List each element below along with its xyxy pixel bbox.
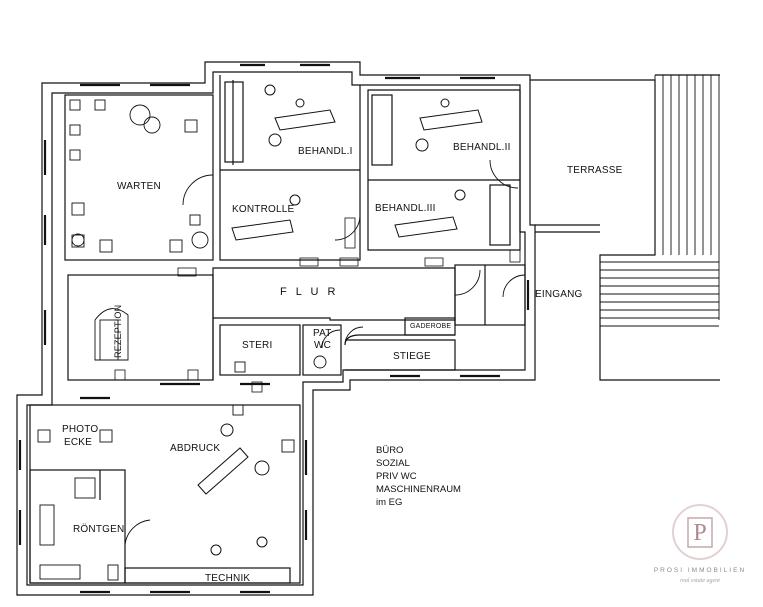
room-steri <box>219 324 301 376</box>
technik-counter <box>124 567 291 584</box>
svg-text:P: P <box>693 520 706 546</box>
note-line: SOZIAL <box>376 458 410 469</box>
note-line: BÜRO <box>376 445 404 456</box>
eingang-room <box>454 264 526 326</box>
room-label-stiege: STIEGE <box>393 351 431 362</box>
room-label-garderobe: GADEROBE <box>410 323 452 330</box>
room-label-pat-wc-line1: PAT <box>313 328 332 339</box>
floor-note: BÜRO SOZIAL PRIV WC MASCHINENRAUM im EG <box>376 444 461 509</box>
room-label-photo-line1: PHOTO <box>62 424 99 435</box>
wall-behandl-1 <box>219 75 361 261</box>
room-roentgen <box>29 469 126 584</box>
room-label-technik: TECHNIK <box>205 573 251 584</box>
room-label-roentgen: RÖNTGEN <box>73 524 125 535</box>
room-label-pat-wc-line2: WC <box>314 340 332 351</box>
terrasse-outline <box>530 79 720 381</box>
room-label-behandl-1: BEHANDL.I <box>298 146 353 157</box>
room-label-steri: STERI <box>242 340 273 351</box>
brand-tagline: real estate agent <box>680 578 720 584</box>
room-label-eingang: EINGANG <box>535 289 583 300</box>
note-line: MASCHINENRAUM <box>376 484 461 495</box>
room-label-behandl-2: BEHANDL.II <box>453 142 511 153</box>
note-line: im EG <box>376 497 403 508</box>
note-line: PRIV WC <box>376 471 417 482</box>
outer-wall-inner <box>26 71 526 586</box>
room-label-flur: F L U R <box>280 286 339 298</box>
room-pat-wc <box>302 324 342 376</box>
room-label-warten: WARTEN <box>117 181 161 192</box>
room-label-terrasse: TERRASSE <box>567 165 623 176</box>
room-label-photo-line2: ECKE <box>64 437 93 448</box>
prosi-logo-icon: P <box>672 504 728 560</box>
room-rezeption <box>67 274 214 381</box>
room-label-abdruck: ABDRUCK <box>170 443 221 454</box>
wall-behandl-2 <box>367 89 521 251</box>
room-label-behandl-3: BEHANDL.III <box>375 203 436 214</box>
room-warten <box>64 94 214 261</box>
brand-name: PROSI IMMOBILIEN <box>653 567 747 574</box>
stiege-outline <box>345 339 456 371</box>
room-label-kontrolle: KONTROLLE <box>232 204 295 215</box>
room-label-rezeption: REZEPTION <box>113 304 123 358</box>
outer-wall <box>16 61 536 596</box>
